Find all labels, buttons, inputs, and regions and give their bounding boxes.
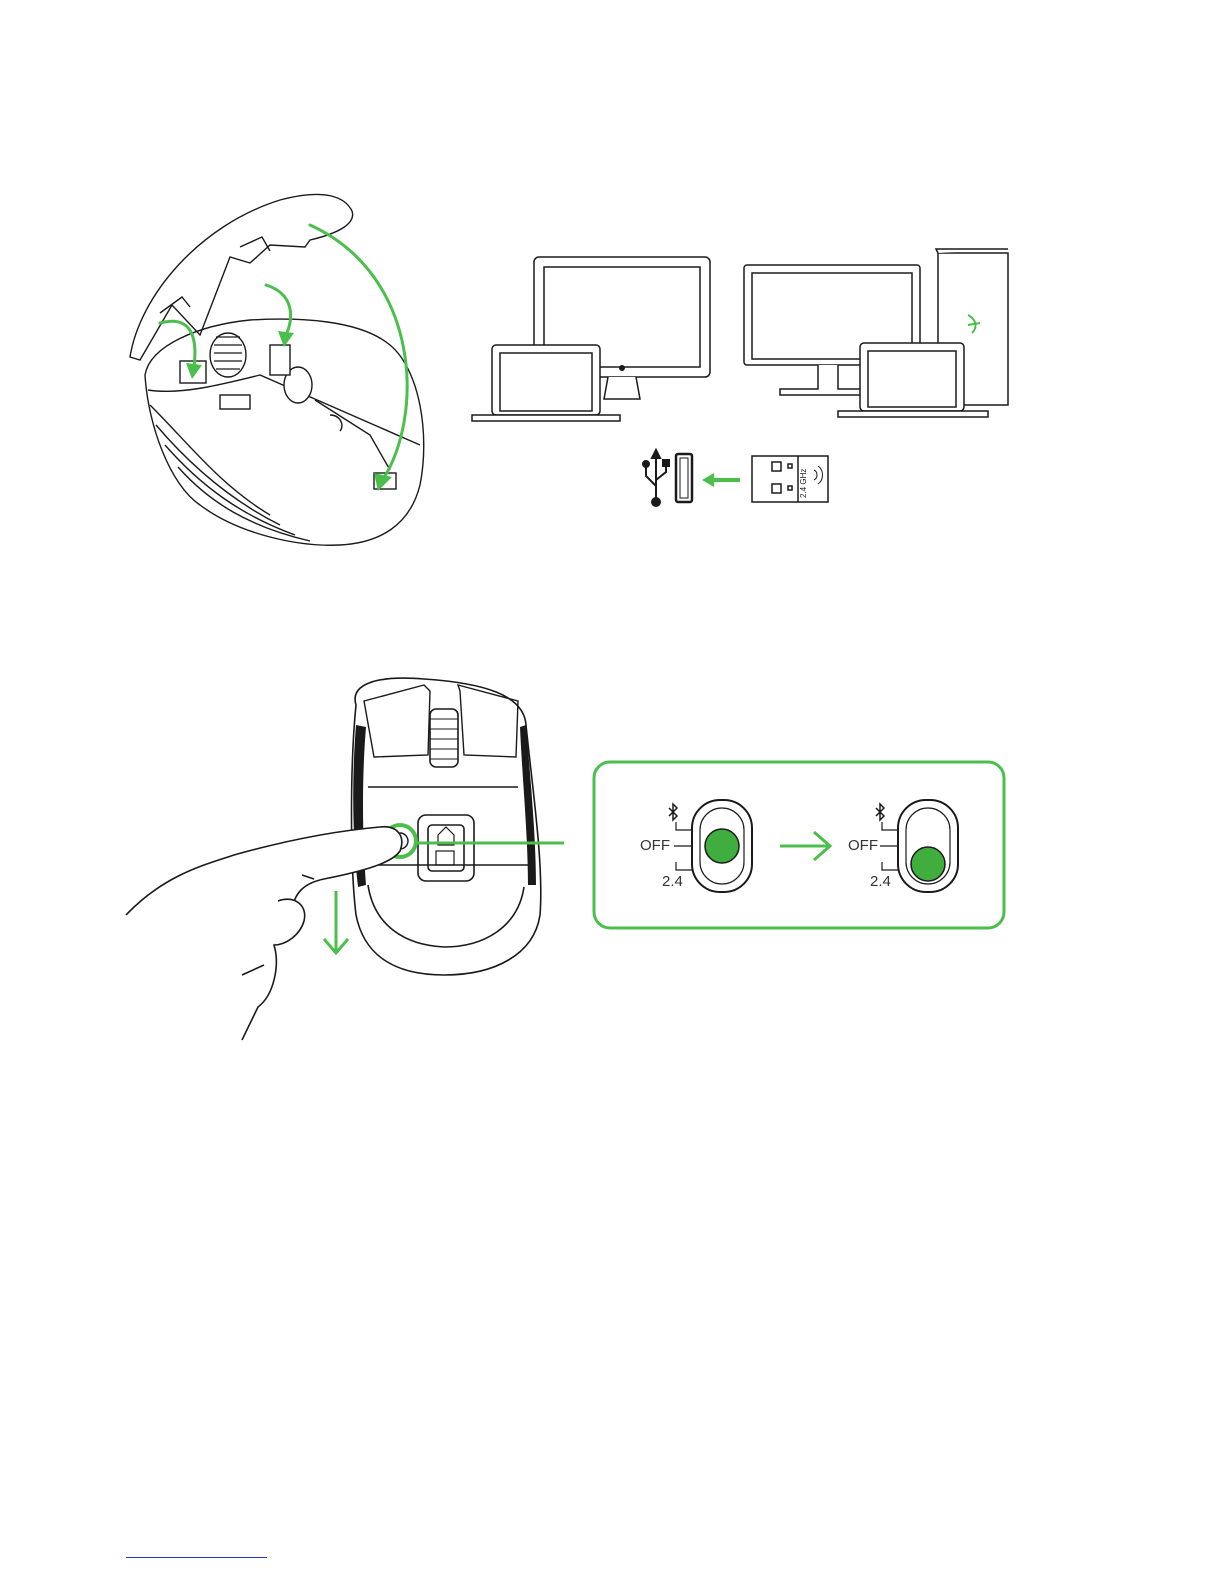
dongle-label: 2.4 GHz [799, 469, 808, 498]
wireless-dongle-icon [752, 456, 828, 502]
footnote-rule [126, 1557, 267, 1558]
mouse-underside-illustration [124, 665, 564, 1050]
hand-icon [126, 827, 402, 1040]
usb-port-icon [676, 454, 692, 502]
switch-off-label: OFF [640, 837, 670, 854]
switch-mode-label: 2.4 [870, 873, 891, 890]
usb-icon [643, 450, 669, 506]
mouse-open-cover-illustration [120, 185, 440, 550]
computers-illustration [468, 245, 1018, 425]
switch-off-label: OFF [848, 837, 878, 854]
usb-connection-illustration: 2.4 GHz [636, 448, 836, 510]
arrow-down-icon [324, 891, 348, 953]
power-switch-callout: OFF 2.4 OFF 2.4 [592, 760, 1008, 932]
arrow-left-icon [702, 473, 740, 487]
switch-mode-label: 2.4 [662, 873, 683, 890]
